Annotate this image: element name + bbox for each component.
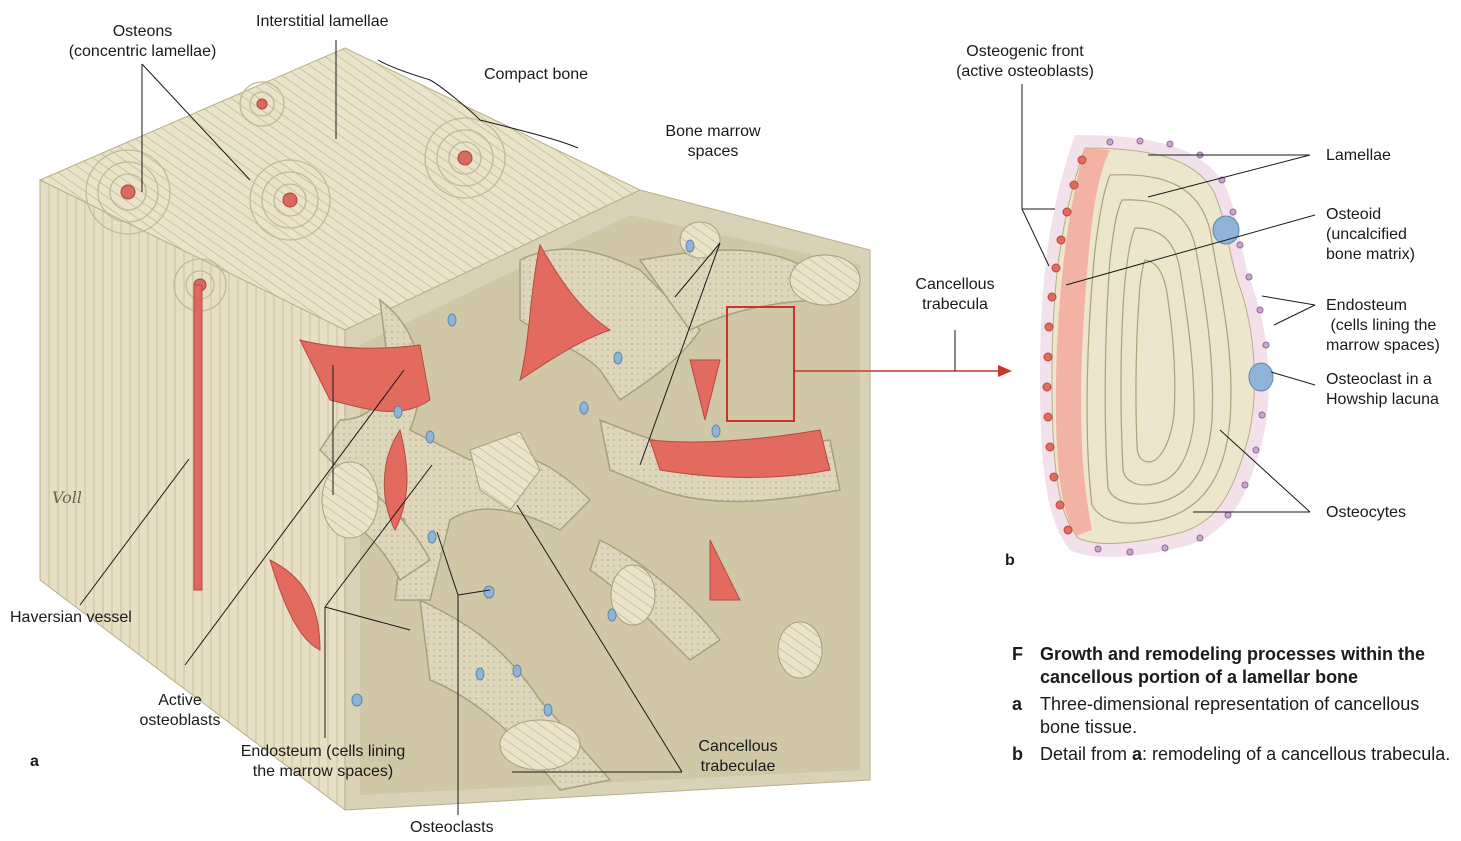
label-osteons-line1: Osteons xyxy=(55,22,230,42)
label-bone-marrow-spaces: Bone marrow spaces xyxy=(648,122,778,162)
caption-title: Growth and remodeling processes within t… xyxy=(1040,643,1452,689)
label-cancellous-trabecula: Cancellous trabecula xyxy=(895,275,1015,315)
label-osteons-line2: (concentric lamellae) xyxy=(55,42,230,62)
label-cancellous-trabeculae-line2: trabeculae xyxy=(678,757,798,777)
panel-letter-b: b xyxy=(1005,552,1015,570)
label-osteons: Osteons (concentric lamellae) xyxy=(55,22,230,62)
caption-item-b-bold: a xyxy=(1132,744,1142,764)
label-endosteum-b-line2: (cells lining the xyxy=(1326,316,1440,336)
label-active-osteoblasts-line1: Active xyxy=(120,691,240,711)
label-bone-marrow-line1: Bone marrow xyxy=(648,122,778,142)
trabecula-b xyxy=(1040,135,1273,557)
caption-item-b-text: Detail from a: remodeling of a cancellou… xyxy=(1040,743,1450,766)
label-endosteum-a-line1: Endosteum (cells lining xyxy=(213,742,433,762)
label-lamellae: Lamellae xyxy=(1326,146,1391,166)
label-osteoid: Osteoid (uncalcified bone matrix) xyxy=(1326,205,1415,265)
caption-item-b-letter: b xyxy=(1012,743,1040,766)
caption-item-b: b Detail from a: remodeling of a cancell… xyxy=(1012,743,1452,766)
caption-figure-letter: F xyxy=(1012,643,1040,689)
caption-item-b-pre: Detail from xyxy=(1040,744,1132,764)
osteoclast-b-2 xyxy=(1249,363,1273,391)
caption-item-b-post: : remodeling of a cancellous trabecula. xyxy=(1142,744,1450,764)
panel-letter-a: a xyxy=(30,753,39,771)
label-cancellous-trabeculae: Cancellous trabeculae xyxy=(678,737,798,777)
label-cancellous-trabecula-line1: Cancellous xyxy=(895,275,1015,295)
label-osteoclasts: Osteoclasts xyxy=(410,818,494,838)
label-osteogenic-front: Osteogenic front (active osteoblasts) xyxy=(925,42,1125,82)
label-compact-bone: Compact bone xyxy=(484,65,588,85)
label-endosteum-b-line1: Endosteum xyxy=(1326,296,1440,316)
label-osteoid-line3: bone matrix) xyxy=(1326,245,1415,265)
label-bone-marrow-line2: spaces xyxy=(648,142,778,162)
haversian-vessel-shape xyxy=(194,285,202,590)
label-interstitial-lamellae: Interstitial lamellae xyxy=(256,12,389,32)
label-haversian-vessel: Haversian vessel xyxy=(10,608,132,628)
label-osteoclast-line2: Howship lacuna xyxy=(1326,390,1439,410)
caption-item-a: a Three-dimensional representation of ca… xyxy=(1012,693,1452,739)
label-osteoid-line1: Osteoid xyxy=(1326,205,1415,225)
label-osteoclast-line1: Osteoclast in a xyxy=(1326,370,1439,390)
label-endosteum-b-line3: marrow spaces) xyxy=(1326,336,1440,356)
label-osteoid-line2: (uncalcified xyxy=(1326,225,1415,245)
caption-title-row: F Growth and remodeling processes within… xyxy=(1012,643,1452,689)
artist-signature: Voll xyxy=(52,488,82,507)
caption-item-a-text: Three-dimensional representation of canc… xyxy=(1040,693,1452,739)
label-cancellous-trabeculae-line1: Cancellous xyxy=(678,737,798,757)
label-osteocytes: Osteocytes xyxy=(1326,503,1406,523)
label-endosteum-b: Endosteum (cells lining the marrow space… xyxy=(1326,296,1440,356)
label-endosteum-a: Endosteum (cells lining the marrow space… xyxy=(213,742,433,782)
label-cancellous-trabecula-line2: trabecula xyxy=(895,295,1015,315)
label-endosteum-a-line2: the marrow spaces) xyxy=(213,762,433,782)
label-active-osteoblasts-line2: osteoblasts xyxy=(120,711,240,731)
figure-caption: F Growth and remodeling processes within… xyxy=(1012,643,1452,766)
label-osteogenic-front-line1: Osteogenic front xyxy=(925,42,1125,62)
label-osteogenic-front-line2: (active osteoblasts) xyxy=(925,62,1125,82)
label-osteoclast-howship: Osteoclast in a Howship lacuna xyxy=(1326,370,1439,410)
caption-item-a-letter: a xyxy=(1012,693,1040,739)
label-active-osteoblasts: Active osteoblasts xyxy=(120,691,240,731)
